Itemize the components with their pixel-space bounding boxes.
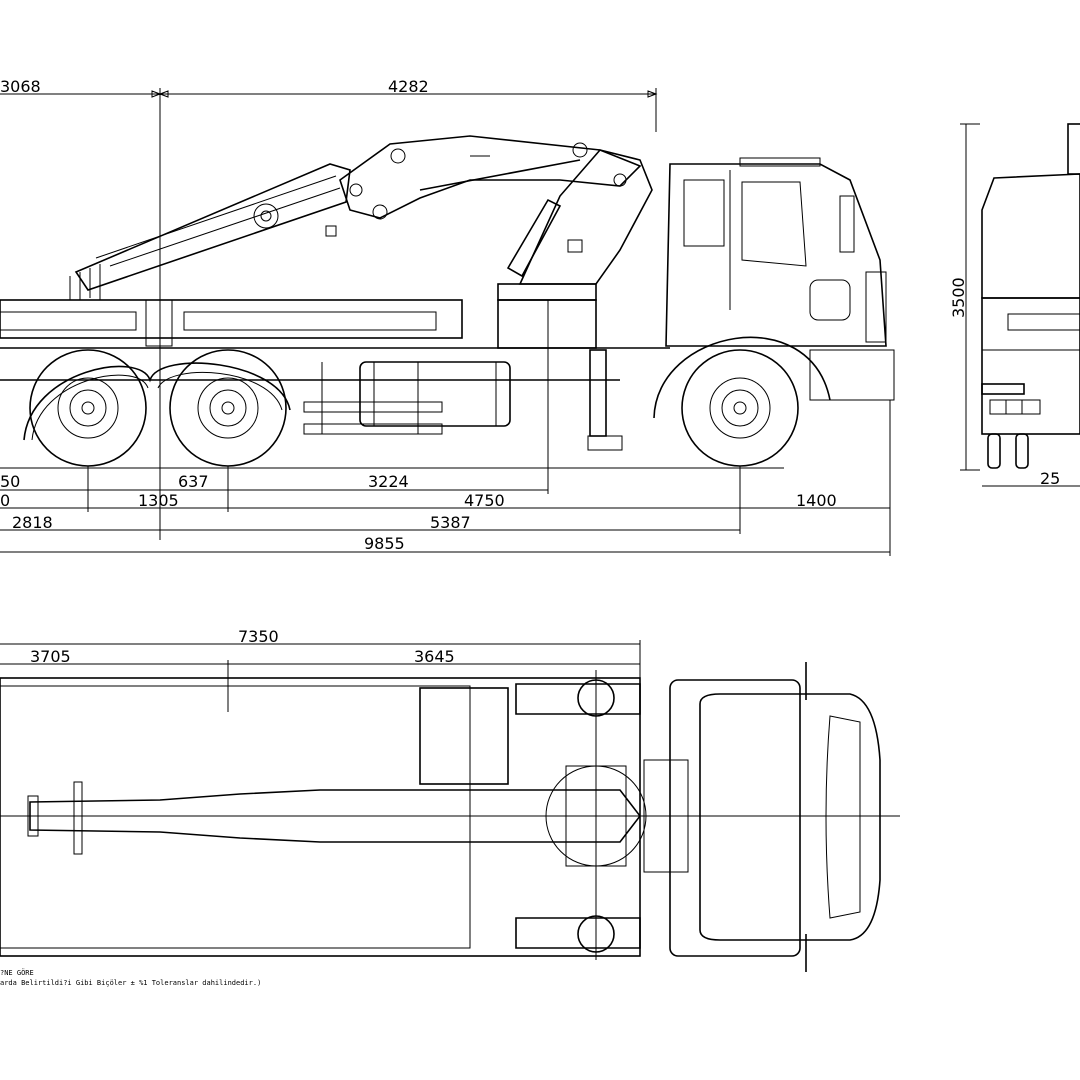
boom-joint bbox=[253, 203, 279, 229]
cab-rear-window bbox=[683, 179, 725, 247]
dim-4750: 4750 bbox=[464, 491, 505, 510]
top-cab bbox=[699, 693, 881, 941]
dim-3500: 3500 bbox=[949, 277, 968, 318]
front-lights bbox=[989, 399, 1041, 415]
rear-wheel-2 bbox=[169, 349, 287, 467]
dim-50: 50 bbox=[0, 472, 20, 491]
dim-3645: 3645 bbox=[414, 647, 455, 666]
top-view: 7350 3705 3645 bbox=[0, 627, 900, 972]
note-line-2: arda Belirtildi?i Gibi Biçöler ± %1 Tole… bbox=[0, 979, 261, 987]
column-cylinder bbox=[506, 198, 562, 278]
front-tire-right bbox=[1015, 433, 1029, 469]
rear-wheel-1 bbox=[29, 349, 147, 467]
truck-cab bbox=[665, 163, 887, 347]
headlight bbox=[809, 279, 851, 321]
crane-base bbox=[497, 283, 597, 301]
grille bbox=[865, 271, 887, 343]
main-boom-cylinder bbox=[419, 159, 581, 191]
bed-panel-2 bbox=[183, 311, 437, 331]
dim-9855: 9855 bbox=[364, 534, 405, 553]
dim-4282: 4282 bbox=[388, 77, 429, 96]
outrigger-pad bbox=[587, 435, 623, 451]
front-view: 3500 25 bbox=[949, 123, 1080, 488]
crane-base-block bbox=[497, 299, 597, 349]
front-tire-left bbox=[987, 433, 1001, 469]
outrigger-leg bbox=[589, 349, 607, 437]
dim-0: 0 bbox=[0, 491, 10, 510]
rear-mudguard-inner bbox=[31, 372, 283, 441]
rear-mudguard bbox=[23, 362, 291, 441]
dim-1400: 1400 bbox=[796, 491, 837, 510]
outrigger-bottom bbox=[515, 917, 641, 949]
top-dim-arrows bbox=[151, 90, 658, 98]
top-boom bbox=[29, 789, 642, 843]
dim-3224: 3224 bbox=[368, 472, 409, 491]
telescopic-boom bbox=[74, 163, 351, 291]
step-rail-2 bbox=[303, 423, 443, 435]
note-line-1: ?NE GÖRE bbox=[0, 968, 34, 977]
column-badge bbox=[567, 239, 583, 253]
front-mudguard bbox=[653, 336, 831, 419]
truck-bed bbox=[0, 299, 463, 339]
top-cab-rear bbox=[669, 679, 801, 957]
front-body bbox=[981, 297, 1080, 435]
dim-5387: 5387 bbox=[430, 513, 471, 532]
bed-panel-1 bbox=[0, 311, 137, 331]
boom-hooks bbox=[69, 264, 101, 300]
top-windshield bbox=[825, 715, 861, 919]
dim-637: 637 bbox=[178, 472, 209, 491]
front-cab-outline bbox=[981, 173, 1080, 299]
outrigger-top bbox=[515, 683, 641, 715]
cab-door-window bbox=[741, 181, 807, 267]
dim-3068: 3068 bbox=[0, 77, 41, 96]
step-rail-1 bbox=[303, 401, 443, 413]
top-toolbox bbox=[419, 687, 509, 785]
side-mirror bbox=[839, 195, 855, 253]
fuel-tank bbox=[359, 361, 511, 427]
top-bed-outline bbox=[0, 677, 641, 957]
front-crane-top bbox=[1067, 123, 1080, 175]
dim-7350: 7350 bbox=[238, 627, 279, 646]
front-bumper bbox=[809, 349, 895, 401]
side-view: 3068 4282 bbox=[0, 77, 895, 556]
dim-25: 25 bbox=[1040, 469, 1060, 488]
crane-column bbox=[518, 149, 653, 285]
dim-3705: 3705 bbox=[30, 647, 71, 666]
bed-post bbox=[145, 299, 173, 347]
dim-1305: 1305 bbox=[138, 491, 179, 510]
dim-2818: 2818 bbox=[12, 513, 53, 532]
front-wheel bbox=[681, 349, 799, 467]
warning-stripe bbox=[981, 383, 1025, 395]
